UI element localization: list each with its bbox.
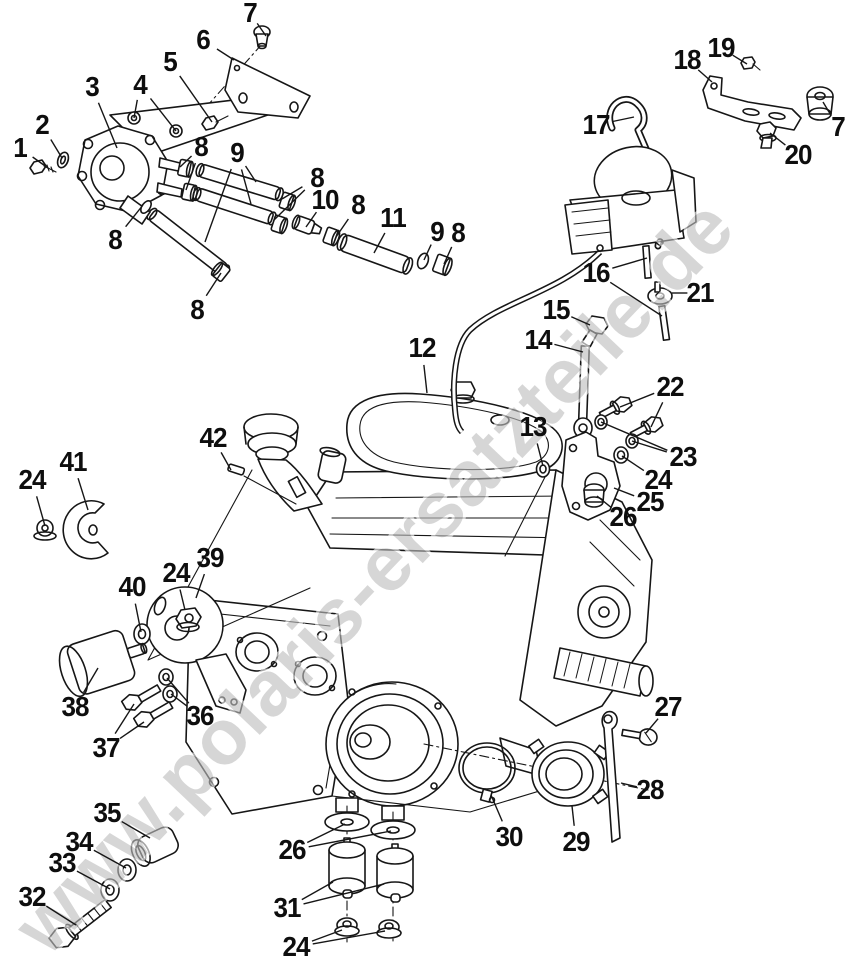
hose-clamp-ring — [458, 742, 516, 804]
flange-nut — [175, 607, 202, 633]
dipstick-intake-group — [423, 710, 658, 843]
flange-nut — [376, 919, 402, 939]
washer — [158, 668, 174, 686]
carburetor-body — [564, 145, 697, 255]
hose-clamp — [322, 226, 341, 247]
clutch-cover — [577, 585, 631, 639]
hose-clamp — [177, 158, 195, 178]
mount-washer — [324, 812, 370, 832]
exhaust-ports — [235, 632, 337, 696]
hex-bolt — [48, 898, 113, 949]
carburetor-assembly — [564, 56, 834, 342]
nut — [169, 124, 183, 138]
flange-nut — [334, 917, 360, 937]
washer — [162, 685, 178, 703]
intake-stack — [243, 413, 323, 512]
hose-end-ring — [416, 252, 430, 270]
screw-bolt — [621, 728, 658, 746]
fuel-pump-body — [76, 125, 169, 225]
fuel-filter-hose — [336, 233, 414, 275]
dipstick — [601, 710, 621, 843]
nut — [127, 111, 141, 125]
screw — [740, 56, 761, 71]
bottom-mounts — [324, 805, 416, 945]
mount-cup — [62, 500, 109, 560]
mount-bracket-39 — [146, 586, 247, 714]
pin-42 — [227, 463, 297, 505]
screw — [29, 159, 57, 175]
spacer-bushing — [806, 86, 834, 121]
rubber-mount — [328, 837, 366, 899]
washer — [56, 151, 70, 169]
mounting-bracket — [224, 57, 311, 119]
carb-bracket — [702, 75, 802, 131]
flange-nut — [33, 519, 57, 541]
fuel-line — [450, 249, 603, 435]
starter-motor — [553, 647, 654, 697]
rubber-mount — [376, 843, 414, 903]
hose-clamp — [270, 214, 289, 235]
valve-cover — [346, 381, 563, 480]
fuel-pump-assembly — [29, 25, 453, 282]
hose-clamp — [431, 253, 453, 277]
check-valve — [291, 214, 323, 235]
washer — [594, 414, 608, 430]
intake-boot — [527, 738, 611, 807]
washer — [133, 623, 151, 645]
washer — [625, 433, 639, 449]
flange-bolt — [756, 121, 777, 149]
breather-bottle — [317, 446, 347, 484]
flange-bolt — [253, 25, 271, 50]
hex-bolt — [120, 684, 162, 711]
water-pump — [325, 681, 459, 807]
washer — [613, 446, 629, 464]
hose-clamp — [278, 191, 297, 212]
mount-washer — [370, 820, 416, 840]
engine-assembly — [185, 381, 654, 821]
